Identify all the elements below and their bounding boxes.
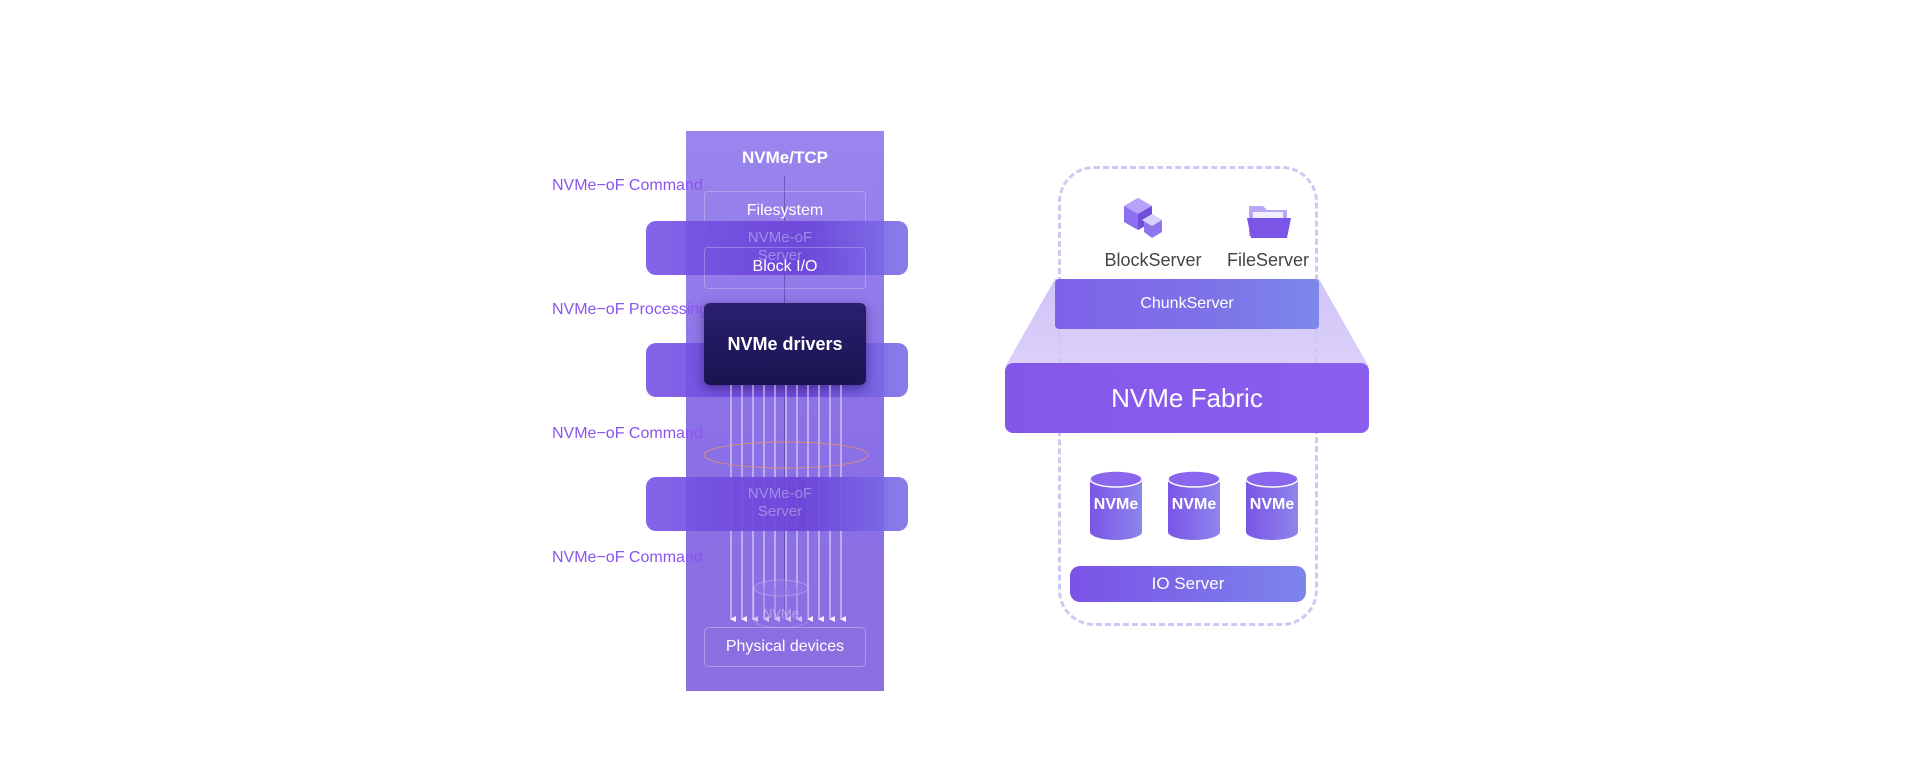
- chunkserver-box: ChunkServer: [1055, 279, 1319, 329]
- fileserver-folder-icon: [1247, 206, 1291, 238]
- ghost-server-label-1: NVMe-oF Server: [747, 229, 813, 264]
- nvme-disk-1: [1089, 470, 1143, 540]
- ghost-nvme-cylinder: [753, 579, 809, 628]
- side-label-command-3: NVMe−oF Command: [552, 549, 703, 566]
- side-label-command-1: NVMe−oF Command: [552, 177, 703, 194]
- nvmeof-server-band-2: [646, 477, 908, 531]
- nvme-disk-2-label: NVMe: [1171, 496, 1217, 513]
- block-io-label: Block I/O: [752, 258, 818, 275]
- physical-devices-box: Physical devices: [704, 627, 866, 667]
- nvme-disk-3-label: NVMe: [1249, 496, 1295, 513]
- nvme-drivers-box: NVMe drivers: [704, 303, 866, 385]
- side-label-command-2: NVMe−oF Command: [552, 425, 703, 442]
- ghost-nvme-label: NVMe: [762, 606, 800, 621]
- filesystem-label: Filesystem: [746, 202, 824, 219]
- io-server-box: IO Server: [1070, 566, 1306, 602]
- blockserver-cube-icon: [1124, 198, 1162, 238]
- nvme-tcp-title: NVMe/TCP: [742, 148, 828, 167]
- nvme-disk-2: [1167, 470, 1221, 540]
- nvme-fabric-box: NVMe Fabric: [1005, 363, 1369, 433]
- nvme-disk-3: [1245, 470, 1299, 540]
- nvme-disk-1-label: NVMe: [1093, 496, 1139, 513]
- side-label-processing: NVMe−oF Processing: [552, 301, 709, 318]
- ghost-server-label-2: NVMe-oF Server: [747, 485, 813, 520]
- fileserver-label: FileServer: [1226, 250, 1310, 270]
- block-io-box: [704, 247, 866, 289]
- blockserver-label: BlockServer: [1104, 250, 1202, 270]
